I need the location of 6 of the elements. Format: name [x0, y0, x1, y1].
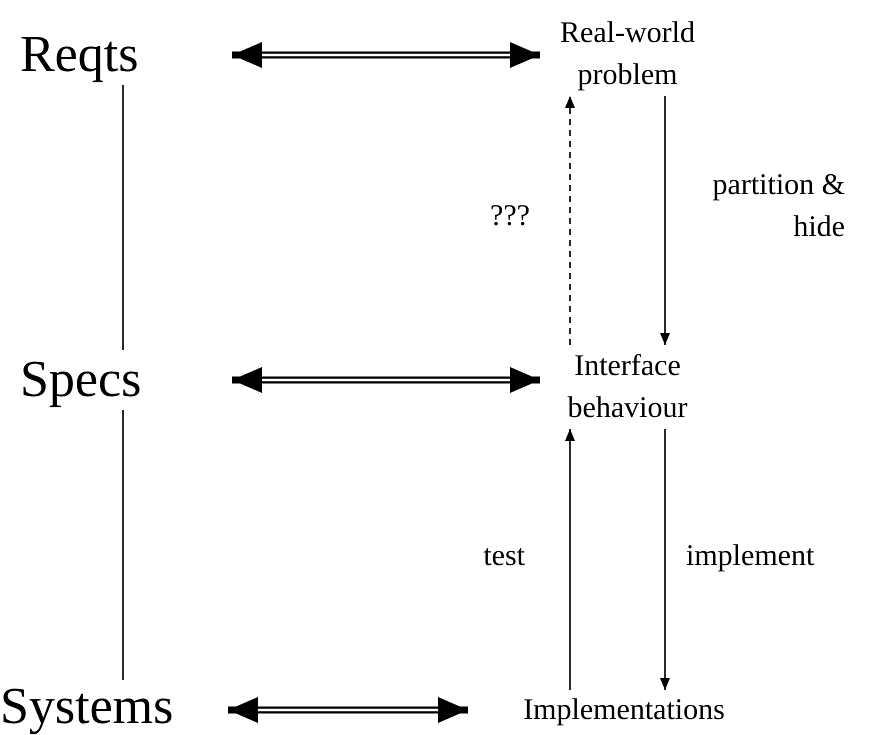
node-label: Systems — [0, 680, 174, 734]
node-label: Interface behaviour — [566, 348, 688, 426]
node-label: Implementations — [523, 692, 725, 728]
node-label: Reqts — [20, 25, 138, 85]
node-label: Real-world problem — [559, 15, 696, 93]
node-label: Specs — [20, 350, 142, 410]
